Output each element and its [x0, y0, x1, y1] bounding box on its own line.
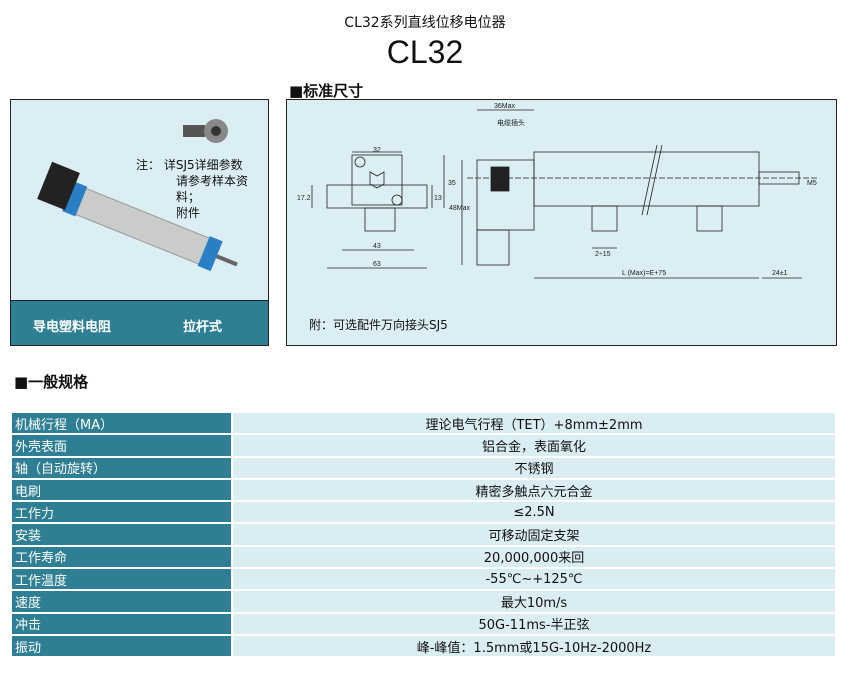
spec-key: 工作寿命	[12, 546, 231, 568]
note-line: 附件	[176, 206, 201, 220]
spec-row: 速度最大10m/s	[12, 591, 835, 612]
label-rod-type: 拉杆式	[183, 320, 223, 335]
spec-key: 轴（自动旋转）	[12, 457, 231, 478]
dimension-drawing: 32 35 17.2 13 43 63 36Max 48Max 电缆插头 2÷1…	[297, 103, 817, 279]
spec-row: 工作温度-55℃~+125℃	[12, 569, 835, 590]
page-title: CL32	[386, 34, 464, 70]
spec-value: 精密多触点六元合金	[231, 479, 835, 501]
spec-row: 机械行程（MA）理论电气行程（TET）+8mm±2mm	[12, 413, 835, 434]
spec-key: 工作温度	[12, 569, 231, 590]
dim-36max: 36Max	[494, 103, 516, 110]
spec-value: 可移动固定支架	[231, 524, 835, 545]
dim-m5: M5	[807, 180, 817, 187]
note-line: 详SJ5详细参数	[163, 158, 243, 172]
spec-row: 外壳表面铝合金，表面氧化	[12, 435, 835, 456]
spec-value: -55℃~+125℃	[231, 569, 835, 590]
potentiometer-icon	[37, 161, 238, 272]
spec-row: 轴（自动旋转）不锈钢	[12, 457, 835, 478]
spec-key: 工作力	[12, 502, 231, 523]
dim-length: L (Max)=E+75	[622, 270, 666, 277]
dim-24: 24±1	[772, 270, 788, 277]
rod-end-icon	[183, 119, 228, 143]
dim-13: 13	[434, 195, 442, 202]
page-subtitle: CL32系列直线位移电位器	[344, 15, 506, 31]
dim-32: 32	[373, 147, 381, 154]
note-line: 请参考样本资料；	[176, 174, 249, 204]
spec-key: 冲击	[12, 613, 231, 634]
spec-row: 电刷精密多触点六元合金	[12, 479, 835, 501]
dim-48max: 48Max	[449, 205, 471, 212]
spec-value: 不锈钢	[231, 457, 835, 478]
spec-row: 安装可移动固定支架	[12, 524, 835, 545]
dim-35: 35	[448, 180, 456, 187]
dim-17-2: 17.2	[297, 195, 311, 202]
spec-value: 20,000,000来回	[231, 546, 835, 568]
spec-key: 速度	[12, 591, 231, 612]
spec-value: 峰-峰值：1.5mm或15G-10Hz-2000Hz	[231, 635, 835, 657]
spec-value: 铝合金，表面氧化	[231, 435, 835, 456]
dimension-drawing-panel: 32 35 17.2 13 43 63 36Max 48Max 电缆插头 2÷1…	[286, 99, 837, 346]
spec-key: 外壳表面	[12, 435, 231, 456]
section-heading-specs: ■一般规格	[14, 373, 89, 391]
spec-value: 理论电气行程（TET）+8mm±2mm	[231, 413, 835, 434]
spec-value: ≤2.5N	[231, 502, 835, 523]
connector-label: 电缆插头	[497, 118, 525, 127]
product-panel: 注： 详SJ5详细参数 请参考样本资料； 附件 导电塑料电阻 拉杆式	[10, 99, 269, 346]
product-image	[37, 119, 238, 272]
label-resistance-type: 导电塑料电阻	[33, 320, 112, 335]
spec-row: 工作力≤2.5N	[12, 502, 835, 523]
accessory-note: 注： 详SJ5详细参数 请参考样本资料； 附件	[136, 157, 268, 221]
dim-2-15: 2÷15	[595, 251, 611, 258]
dim-43: 43	[373, 243, 381, 250]
drawing-footnote: 附：可选配件万向接头SJ5	[309, 318, 448, 332]
spec-key: 振动	[12, 635, 231, 657]
spec-value: 最大10m/s	[231, 591, 835, 612]
end-view	[311, 151, 445, 269]
note-prefix: 注：	[136, 158, 161, 172]
product-label-band: 导电塑料电阻 拉杆式	[11, 300, 268, 345]
spec-key: 电刷	[12, 479, 231, 501]
spec-value: 50G-11ms-半正弦	[231, 613, 835, 634]
dim-63: 63	[373, 261, 381, 268]
section-heading-dimensions: ■标准尺寸	[289, 82, 364, 100]
spec-row: 振动峰-峰值：1.5mm或15G-10Hz-2000Hz	[12, 635, 835, 657]
spec-key: 安装	[12, 524, 231, 545]
side-view	[461, 109, 817, 279]
spec-key: 机械行程（MA）	[12, 413, 231, 434]
